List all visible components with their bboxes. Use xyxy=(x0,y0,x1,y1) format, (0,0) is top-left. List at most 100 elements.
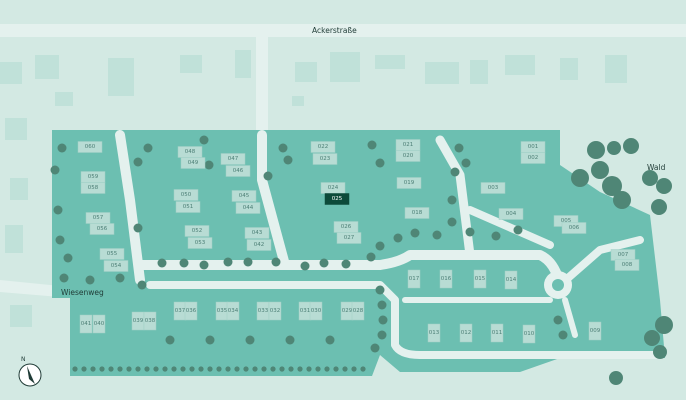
lot-013[interactable]: 013 xyxy=(427,323,441,343)
lot-022[interactable]: 022 xyxy=(310,141,336,153)
tree-icon xyxy=(342,366,348,372)
neighbor-building xyxy=(108,58,134,96)
lot-040[interactable]: 040 xyxy=(92,314,106,334)
lot-027[interactable]: 027 xyxy=(336,232,362,244)
lot-number: 027 xyxy=(344,235,355,241)
compass xyxy=(18,363,42,387)
neighbor-building xyxy=(10,178,28,200)
house-footprint xyxy=(404,207,430,219)
lot-033[interactable]: 033 xyxy=(256,301,270,321)
lot-034[interactable]: 034 xyxy=(226,301,240,321)
tree-icon xyxy=(279,366,285,372)
lot-008[interactable]: 008 xyxy=(614,259,640,271)
lot-052[interactable]: 052 xyxy=(184,225,210,237)
lot-029[interactable]: 029 xyxy=(340,301,354,321)
lot-number: 026 xyxy=(341,224,352,230)
lot-017[interactable]: 017 xyxy=(407,269,421,289)
compass-label: N xyxy=(21,356,26,363)
lot-055[interactable]: 055 xyxy=(99,248,125,260)
tree-icon xyxy=(50,165,60,175)
lot-043[interactable]: 043 xyxy=(244,227,270,239)
lot-036[interactable]: 036 xyxy=(184,301,198,321)
neighbor-building xyxy=(5,225,23,253)
tree-icon xyxy=(642,170,658,186)
lot-007[interactable]: 007 xyxy=(610,249,636,261)
lot-number: 040 xyxy=(94,321,105,327)
lot-021[interactable]: 021 xyxy=(395,139,421,151)
lot-number: 013 xyxy=(429,330,440,336)
lot-025[interactable]: 025 xyxy=(324,193,350,205)
lot-045[interactable]: 045 xyxy=(231,190,257,202)
lot-number: 010 xyxy=(524,331,535,337)
lot-003[interactable]: 003 xyxy=(480,182,506,194)
tree-icon xyxy=(491,231,501,241)
tree-icon xyxy=(234,366,240,372)
lot-032[interactable]: 032 xyxy=(268,301,282,321)
tree-icon xyxy=(216,366,222,372)
lot-051[interactable]: 051 xyxy=(175,201,201,213)
lot-012[interactable]: 012 xyxy=(459,323,473,343)
lot-044[interactable]: 044 xyxy=(235,202,261,214)
lot-031[interactable]: 031 xyxy=(298,301,312,321)
lot-018[interactable]: 018 xyxy=(404,207,430,219)
lot-002[interactable]: 002 xyxy=(520,152,546,164)
lot-019[interactable]: 019 xyxy=(396,177,422,189)
lot-028[interactable]: 028 xyxy=(351,301,365,321)
house-footprint xyxy=(77,141,103,153)
lot-049[interactable]: 049 xyxy=(180,157,206,169)
neighbor-building xyxy=(375,55,405,69)
tree-icon xyxy=(375,285,385,295)
internal-roads xyxy=(115,130,664,359)
tree-icon xyxy=(432,230,442,240)
street-label-ackerstrasse: Ackerstraße xyxy=(312,26,357,35)
house-footprint xyxy=(89,223,115,235)
forest-label: Wald xyxy=(647,163,666,172)
lot-054[interactable]: 054 xyxy=(103,260,129,272)
lot-026[interactable]: 026 xyxy=(333,221,359,233)
tree-icon xyxy=(117,366,123,372)
lot-009[interactable]: 009 xyxy=(588,321,602,341)
tree-icon xyxy=(571,169,589,187)
lot-060[interactable]: 060 xyxy=(77,141,103,153)
lot-046[interactable]: 046 xyxy=(225,165,251,177)
lot-010[interactable]: 010 xyxy=(522,324,536,344)
lot-035[interactable]: 035 xyxy=(215,301,229,321)
tree-icon xyxy=(465,227,475,237)
lot-057[interactable]: 057 xyxy=(85,212,111,224)
lot-014[interactable]: 014 xyxy=(504,270,518,290)
tree-icon xyxy=(341,259,351,269)
lot-039[interactable]: 039 xyxy=(131,311,145,331)
lot-015[interactable]: 015 xyxy=(473,269,487,289)
site-area xyxy=(52,130,665,376)
lot-056[interactable]: 056 xyxy=(89,223,115,235)
tree-icon xyxy=(115,273,125,283)
lot-058[interactable]: 058 xyxy=(80,182,106,194)
lot-053[interactable]: 053 xyxy=(187,237,213,249)
lot-047[interactable]: 047 xyxy=(220,153,246,165)
lot-038[interactable]: 038 xyxy=(143,311,157,331)
lot-number: 044 xyxy=(243,205,254,211)
lot-048[interactable]: 048 xyxy=(177,146,203,158)
lot-050[interactable]: 050 xyxy=(173,189,199,201)
lot-023[interactable]: 023 xyxy=(312,153,338,165)
lot-037[interactable]: 037 xyxy=(173,301,187,321)
lot-030[interactable]: 030 xyxy=(309,301,323,321)
lot-004[interactable]: 004 xyxy=(498,208,524,220)
lot-020[interactable]: 020 xyxy=(395,150,421,162)
house-footprint xyxy=(79,314,93,334)
lot-011[interactable]: 011 xyxy=(490,323,504,343)
lot-024[interactable]: 024 xyxy=(320,182,346,194)
house-footprint xyxy=(312,153,338,165)
house-footprint xyxy=(310,141,336,153)
lot-number: 037 xyxy=(175,308,186,314)
tree-icon xyxy=(333,366,339,372)
lot-006[interactable]: 006 xyxy=(561,222,587,234)
lot-number: 039 xyxy=(133,318,144,324)
lot-016[interactable]: 016 xyxy=(439,269,453,289)
lot-059[interactable]: 059 xyxy=(80,171,106,183)
lot-001[interactable]: 001 xyxy=(520,141,546,153)
lot-042[interactable]: 042 xyxy=(246,239,272,251)
lot-041[interactable]: 041 xyxy=(79,314,93,334)
